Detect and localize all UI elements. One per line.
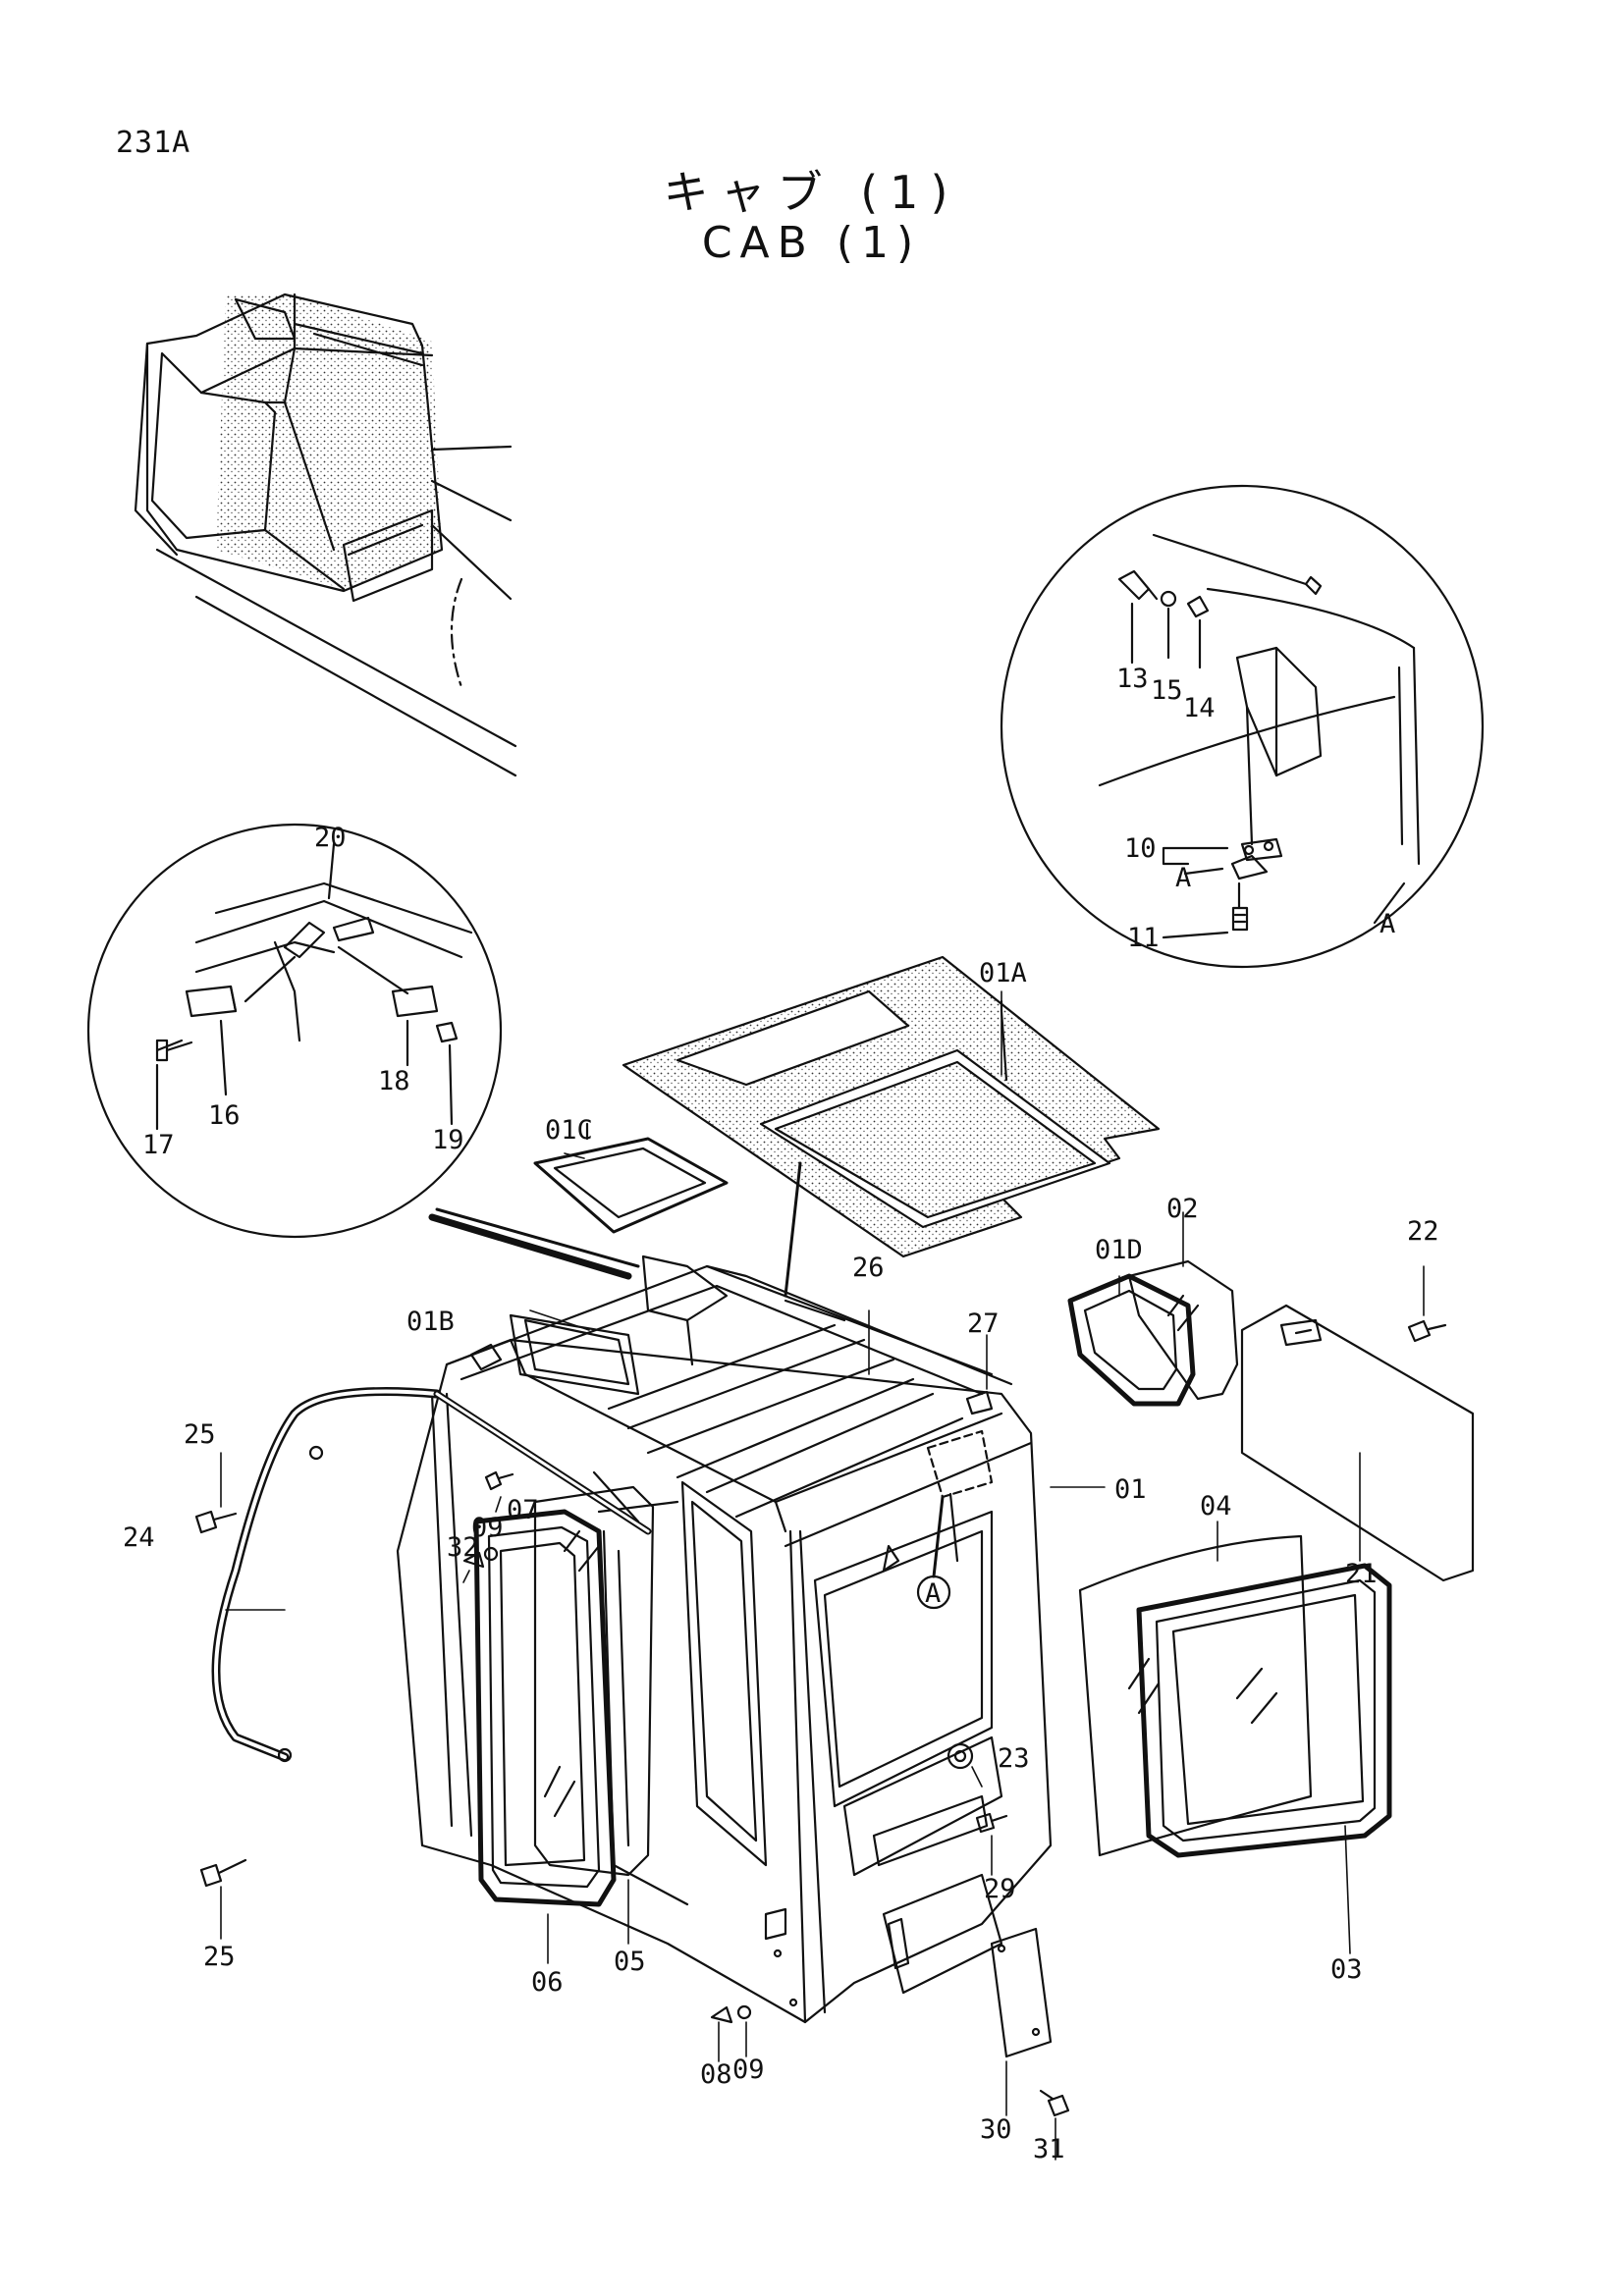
handrail-24: [211, 1387, 652, 1763]
callout-25-upper: 25: [184, 1419, 216, 1450]
plate-21: [1240, 1304, 1475, 1582]
callout-15: 15: [1151, 675, 1183, 706]
detail-view-a: [1000, 484, 1485, 969]
seal-01c: [533, 1122, 729, 1234]
seal-01d: [1067, 1273, 1196, 1407]
door-glass-05: [533, 1485, 655, 1877]
callout-20: 20: [314, 823, 347, 853]
callout-09-lower: 09: [732, 2055, 765, 2085]
callout-23: 23: [998, 1743, 1030, 1774]
callout-24: 24: [123, 1522, 155, 1553]
callout-04: 04: [1200, 1491, 1232, 1522]
seal-03: [1136, 1563, 1392, 1858]
door-seal-06: [473, 1509, 617, 1907]
callout-09-upper: 09: [471, 1513, 504, 1543]
callout-25-lower: 25: [203, 1942, 236, 1972]
roof-panel-01a: [622, 955, 1161, 1298]
callout-10: 10: [1124, 833, 1157, 864]
callout-19: 19: [432, 1125, 464, 1155]
callout-01: 01: [1114, 1474, 1147, 1505]
callout-01a: 01A: [979, 958, 1027, 988]
fasteners: [194, 1319, 1447, 2117]
callout-18: 18: [378, 1066, 410, 1096]
callout-16: 16: [208, 1100, 241, 1131]
page-number: 231A: [116, 126, 191, 160]
callout-31: 31: [1033, 2134, 1065, 2164]
callout-29: 29: [984, 1874, 1016, 1904]
overview-cab-illustration: [134, 293, 517, 777]
callout-30: 30: [980, 2114, 1012, 2145]
detail-view-mirror-bracket: [86, 823, 640, 1280]
callout-32: 32: [447, 1532, 479, 1563]
bracket-a-label: A: [1175, 863, 1191, 893]
callout-05: 05: [614, 1947, 646, 1977]
callout-26: 26: [852, 1253, 885, 1283]
callout-21: 21: [1345, 1559, 1378, 1589]
callout-01d: 01D: [1095, 1235, 1143, 1265]
callout-27: 27: [967, 1308, 1000, 1339]
callout-02: 02: [1166, 1194, 1199, 1224]
callout-22: 22: [1407, 1216, 1439, 1247]
callout-14: 14: [1183, 693, 1216, 723]
callout-11: 11: [1127, 923, 1160, 953]
callout-01c: 01C: [545, 1115, 593, 1146]
callout-06: 06: [531, 1967, 564, 1998]
callout-labels: 01A 01B 01C 01D 01 02 03 04 05 06 07 08 …: [123, 664, 1439, 2164]
title-japanese: キャブ (1): [663, 166, 960, 219]
cab-frame-01: [396, 1255, 1053, 2024]
marker-a-label: A: [925, 1578, 941, 1609]
title-english: CAB (1): [701, 218, 922, 268]
callout-03: 03: [1330, 1954, 1363, 1985]
callout-17: 17: [142, 1130, 175, 1160]
callout-01b: 01B: [406, 1307, 455, 1337]
leader-lines: [220, 990, 1425, 2161]
view-a-label: A: [1380, 909, 1395, 939]
callout-07: 07: [507, 1495, 539, 1525]
cover-30: [990, 1927, 1053, 2058]
callout-13: 13: [1116, 664, 1149, 694]
callout-08: 08: [700, 2059, 732, 2090]
glass-02: [1127, 1259, 1239, 1401]
